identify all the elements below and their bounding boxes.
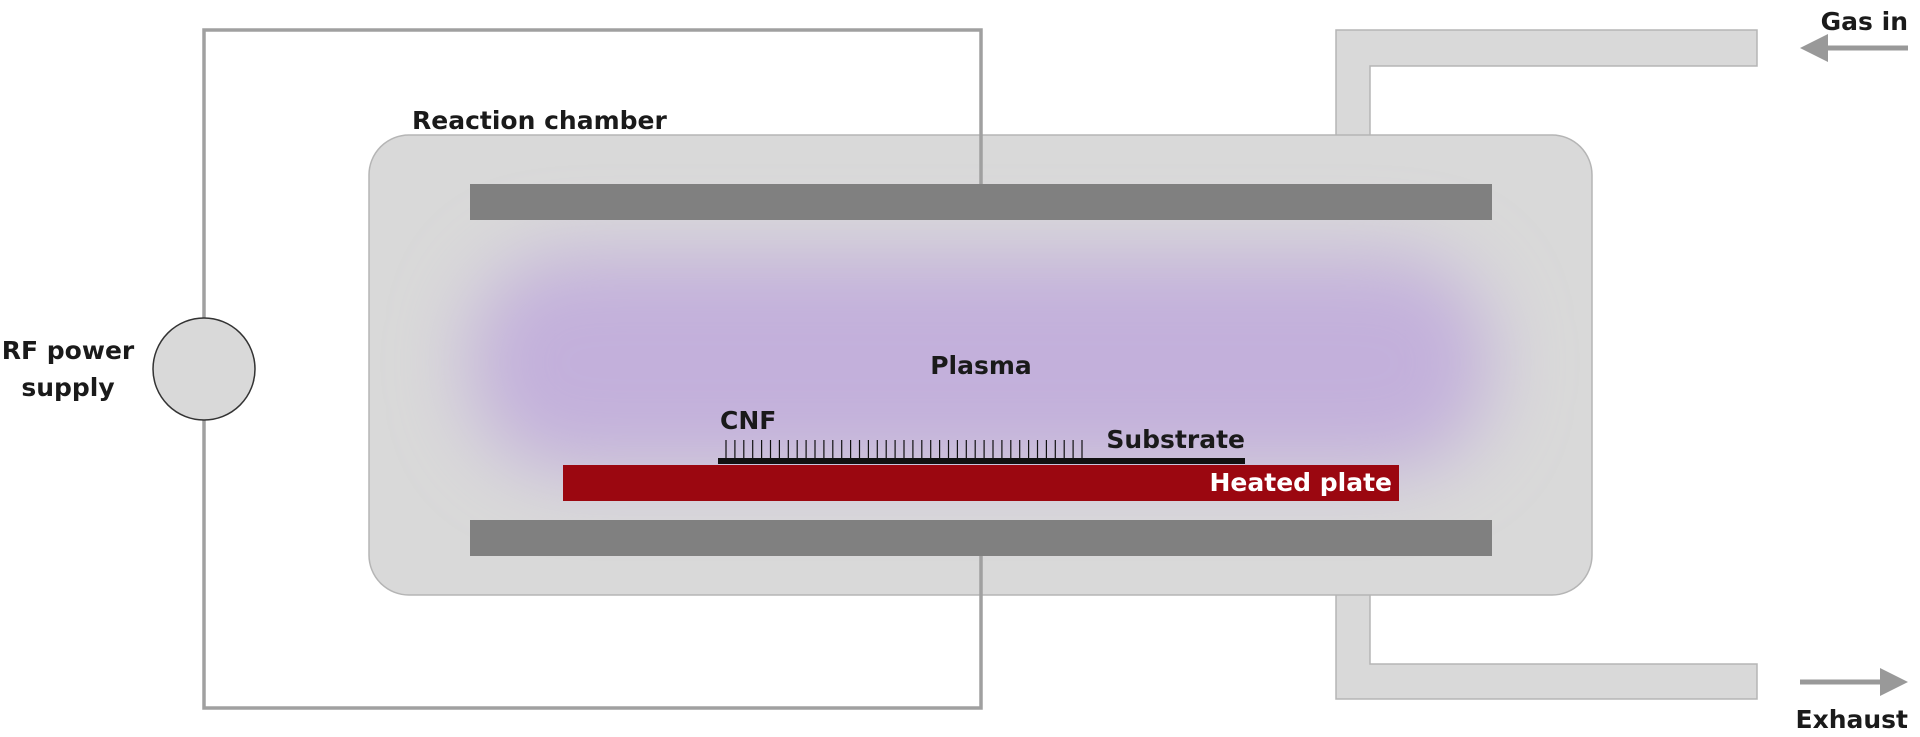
rf-power-label-line1: RF power [2,336,135,365]
exhaust-label: Exhaust [1796,705,1909,734]
rf-power-supply [152,317,256,421]
exhaust-pipe [1335,591,1758,700]
gas-in-label: Gas in [1821,7,1908,36]
heated-plate-label: Heated plate [1210,468,1393,497]
rf-wire-bottom [202,420,983,710]
gas-inlet-pipe [1335,29,1758,137]
substrate [718,458,1245,464]
rf-power-label-line2: supply [21,373,114,402]
bottom-electrode [470,520,1492,556]
plasma-glow [470,255,1490,470]
heated-plate [563,465,1399,501]
plasma-label: Plasma [930,351,1032,380]
cnf-fibres [725,440,1083,458]
reaction-chamber-label: Reaction chamber [412,106,667,135]
cnf-label: CNF [720,406,776,435]
exhaust-arrow [1800,668,1908,696]
substrate-label: Substrate [1106,425,1245,454]
rf-wire-top [202,28,983,318]
gas-in-arrow [1800,34,1908,62]
top-electrode [470,184,1492,220]
